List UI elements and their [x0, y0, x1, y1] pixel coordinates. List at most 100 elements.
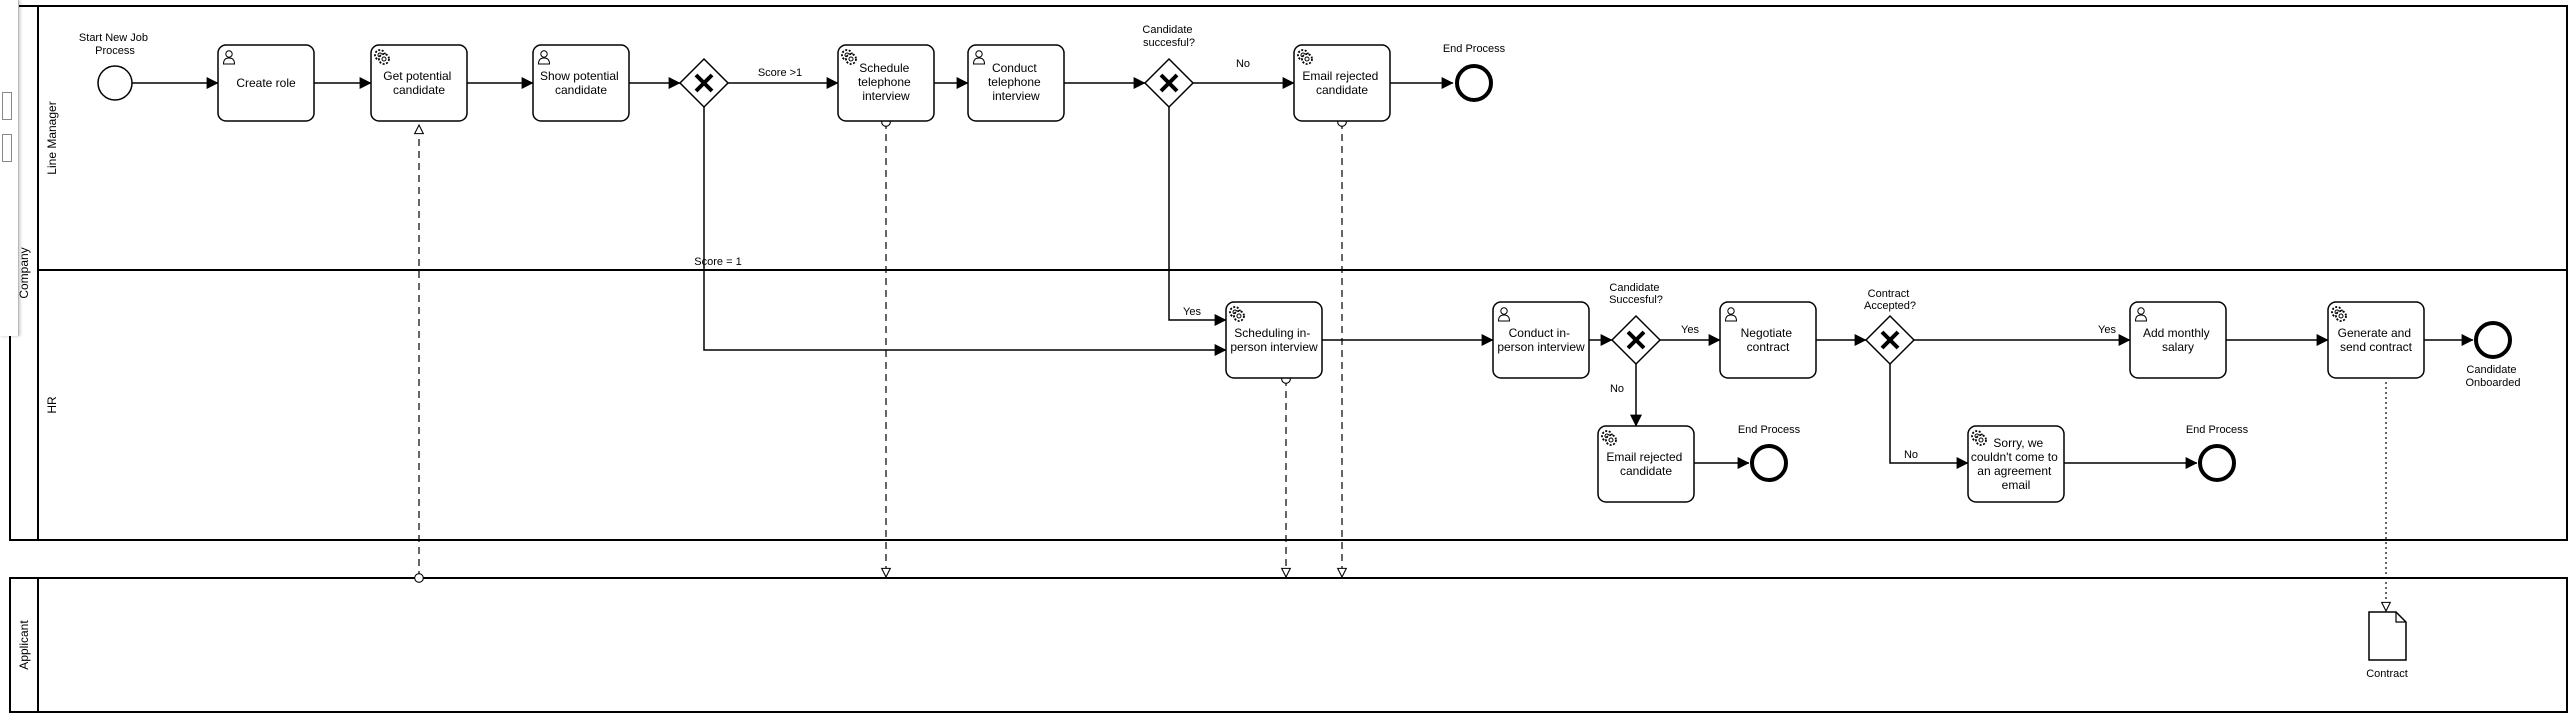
data-object-contract[interactable]: Contract — [2366, 611, 2408, 680]
svg-text:Scheduling in- person in: Scheduling in- person interview — [1230, 326, 1318, 354]
gear-icon — [374, 49, 390, 65]
gateway-candidate-successful-hr[interactable]: Candidate Succesful? — [1609, 282, 1663, 366]
gear-icon — [1229, 306, 1245, 322]
task-show-potential-candidate-line1: Show potential — [540, 69, 619, 83]
task-schedule-telephone-interview[interactable]: Schedule telephone interview — [837, 44, 935, 122]
start-event[interactable]: Start New Job Process — [79, 32, 151, 101]
svg-text:Email rejected candidate: Email rejected candidate — [1606, 450, 1685, 478]
task-conduct-in-person-interview-line2: person interview — [1497, 340, 1585, 354]
task-negotiate-contract-line1: Negotiate — [1741, 326, 1793, 340]
gateway-candidate-successful-hr-label-line1: Candidate — [1609, 282, 1659, 294]
task-show-potential-candidate[interactable]: Show potential candidate — [532, 44, 630, 122]
user-icon — [537, 50, 551, 65]
task-get-potential-candidate[interactable]: Get potential candidate — [370, 44, 468, 122]
task-add-monthly-salary-line1: Add monthly — [2143, 326, 2210, 340]
task-sorry-no-agreement-email-line2: couldn't come to — [1971, 450, 2058, 464]
task-add-monthly-salary-line2: salary — [2162, 340, 2194, 354]
gateway-contract-accepted-label-line1: Contract — [1868, 288, 1910, 300]
gear-icon — [841, 49, 857, 65]
task-schedule-telephone-interview-line1: Schedule — [859, 61, 909, 75]
end-event-onboarded[interactable]: Candidate Onboarded — [2465, 321, 2521, 389]
pool-company-label: Company — [17, 247, 31, 298]
task-generate-and-send-contract-line2: send contract — [2340, 340, 2413, 354]
side-panel-handle-bottom[interactable] — [2, 134, 12, 162]
gateway-contract-accepted[interactable]: Contract Accepted? — [1864, 288, 1916, 366]
gear-icon — [1297, 49, 1313, 65]
flow-label-no-contract: No — [1904, 449, 1918, 461]
user-icon — [2134, 307, 2148, 322]
end-event-no-agreement-label: End Process — [2186, 424, 2249, 436]
svg-text:Negotiate contract: Negotiate contract — [1741, 326, 1796, 354]
flow-label-yes-contract: Yes — [2098, 324, 2116, 336]
task-schedule-telephone-interview-line2: telephone — [858, 75, 911, 89]
gateway-candidate-successful-lm-label-line1: Candidate — [1142, 24, 1192, 36]
task-add-monthly-salary[interactable]: Add monthly salary — [2129, 301, 2227, 379]
lane-line-manager[interactable]: Line Manager — [38, 101, 2567, 271]
task-conduct-telephone-interview-line1: Conduct — [992, 61, 1037, 75]
task-email-rejected-candidate-lm[interactable]: Email rejected candidate — [1293, 44, 1391, 122]
lane-line-manager-label: Line Manager — [45, 101, 59, 174]
user-icon — [1497, 307, 1511, 322]
svg-text:Show potential candidate: Show potential candidate — [540, 69, 622, 97]
flow-label-yes-lm: Yes — [1183, 306, 1201, 318]
lane-hr[interactable]: HR — [45, 396, 59, 414]
task-conduct-in-person-interview[interactable]: Conduct in- person interview — [1492, 301, 1590, 379]
end-event-hr-rejected-label: End Process — [1738, 424, 1801, 436]
exclusive-gateway-x-icon — [1159, 73, 1179, 93]
end-event-hr-rejected[interactable]: End Process — [1738, 424, 1801, 482]
start-event-label-line1: Start New Job — [79, 32, 148, 44]
gear-icon — [2331, 306, 2347, 322]
svg-text:Sorry, we couldn't come: Sorry, we couldn't come to an agreement … — [1971, 436, 2061, 492]
end-event-onboarded-label-line1: Candidate — [2466, 364, 2516, 376]
task-sorry-no-agreement-email[interactable]: Sorry, we couldn't come to an agreement … — [1967, 425, 2065, 503]
end-event-onboarded-label-line2: Onboarded — [2465, 377, 2520, 389]
pool-applicant[interactable]: Applicant — [9, 577, 2568, 713]
gateway-score[interactable] — [678, 57, 730, 109]
side-panel-handle-top[interactable] — [2, 92, 12, 120]
start-event-label-line2: Process — [95, 45, 135, 57]
svg-text:Schedule telephone: Schedule telephone interview — [858, 61, 914, 103]
svg-text:Candidate succesful?: Candidate succesful? — [1142, 24, 1195, 49]
end-event-line-manager[interactable]: End Process — [1443, 43, 1506, 102]
user-icon — [222, 50, 236, 65]
gear-icon — [1601, 430, 1617, 446]
gateway-contract-accepted-label-line2: Accepted? — [1864, 300, 1916, 312]
flow-label-score-eq1: Score = 1 — [694, 256, 741, 268]
svg-text:Conduct in- person inter: Conduct in- person interview — [1497, 326, 1585, 354]
task-sorry-no-agreement-email-line4: email — [2002, 478, 2031, 492]
task-create-role-line1: Create role — [236, 76, 296, 90]
svg-text:Create role: Create role — [236, 76, 296, 90]
task-email-rejected-candidate-lm-line2: candidate — [1316, 83, 1368, 97]
task-email-rejected-candidate-hr[interactable]: Email rejected candidate — [1597, 425, 1695, 503]
task-scheduling-in-person-interview[interactable]: Scheduling in- person interview — [1225, 301, 1323, 379]
sequence-flows — [132, 77, 2474, 469]
task-email-rejected-candidate-lm-line1: Email rejected — [1302, 69, 1378, 83]
task-get-potential-candidate-line2: candidate — [393, 83, 445, 97]
task-show-potential-candidate-line2: candidate — [555, 83, 607, 97]
task-sorry-no-agreement-email-line3: an agreement — [1977, 464, 2052, 478]
end-event-no-agreement[interactable]: End Process — [2186, 424, 2249, 482]
task-conduct-telephone-interview-line2: telephone — [988, 75, 1041, 89]
task-generate-and-send-contract[interactable]: Generate and send contract — [2327, 301, 2425, 379]
task-negotiate-contract[interactable]: Negotiate contract — [1719, 301, 1817, 379]
svg-text:Get potential candidate: Get potential candidate — [383, 69, 454, 97]
flow-label-no-lm: No — [1236, 58, 1250, 70]
flow-label-yes-hr: Yes — [1681, 324, 1699, 336]
svg-text:Contract Accepted?: Contract Accepted? — [1864, 288, 1916, 312]
task-conduct-telephone-interview[interactable]: Conduct telephone interview — [967, 44, 1065, 122]
svg-text:Start New Job Process: Start New Job Process — [79, 32, 151, 57]
exclusive-gateway-x-icon — [1626, 330, 1646, 350]
side-panel-tab[interactable] — [0, 0, 19, 336]
task-create-role[interactable]: Create role — [217, 44, 315, 122]
task-generate-and-send-contract-line1: Generate and — [2338, 326, 2411, 340]
lane-hr-label: HR — [45, 396, 59, 414]
pool-applicant-label: Applicant — [17, 620, 31, 670]
message-flows — [419, 122, 1342, 578]
svg-text:Candidate Succesful?: Candidate Succesful? — [1609, 282, 1663, 306]
flow-gateway-score-eq1 — [703, 107, 1227, 356]
data-object-contract-label: Contract — [2366, 668, 2408, 680]
end-event-line-manager-label: End Process — [1443, 43, 1506, 55]
gateway-candidate-successful-lm[interactable]: Candidate succesful? — [1142, 24, 1195, 109]
flow-label-score-gt1: Score >1 — [758, 67, 802, 79]
